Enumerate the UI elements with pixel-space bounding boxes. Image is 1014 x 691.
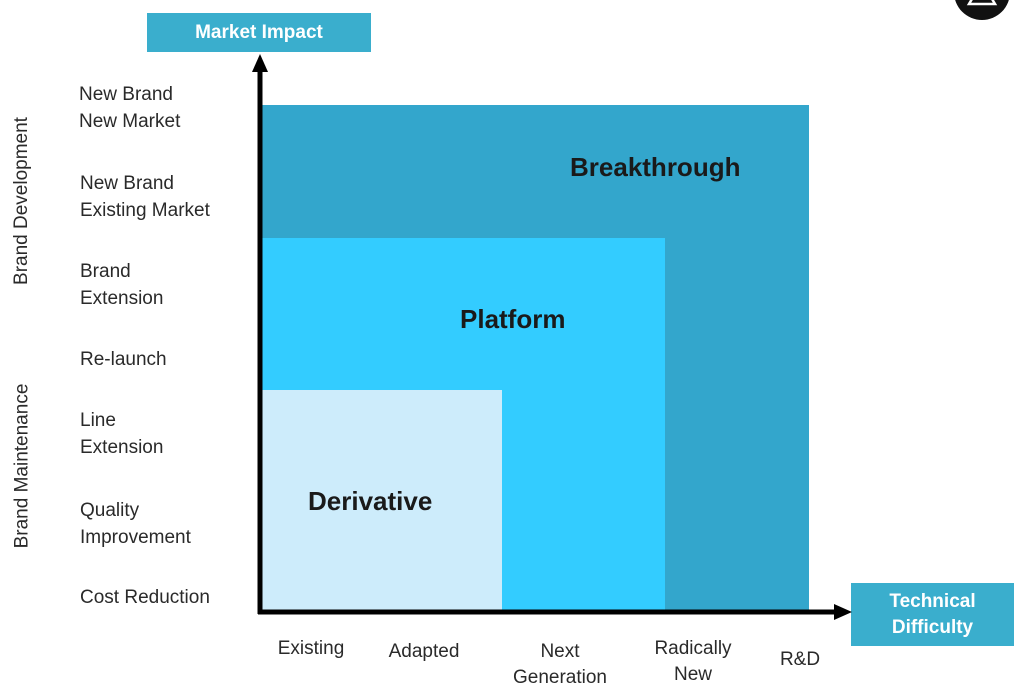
x-axis-title-text: Technical Difficulty	[889, 590, 976, 638]
group-label-brand-development: Brand Development	[10, 117, 32, 285]
zone-label-derivative: Derivative	[308, 486, 433, 516]
y-axis-title-text: Market Impact	[195, 21, 323, 43]
row-label: New Brand Existing Market	[80, 173, 210, 221]
x-axis-arrowhead	[834, 604, 852, 620]
zone-derivative	[262, 390, 502, 613]
warning-triangle-icon	[955, 0, 1009, 20]
x-axis-title: Technical Difficulty	[851, 583, 1014, 646]
row-label: Brand Extension	[80, 261, 164, 309]
row-label: New Brand New Market	[79, 84, 181, 132]
col-label: Adapted	[388, 641, 460, 662]
row-label: Re-launch	[80, 349, 167, 370]
y-axis-arrowhead	[252, 54, 268, 72]
row-label: Quality Improvement	[80, 500, 191, 548]
zone-label-platform: Platform	[460, 304, 566, 334]
col-label: Radically New	[654, 638, 732, 685]
col-label: Existing	[277, 638, 345, 659]
row-label: Line Extension	[80, 410, 164, 458]
y-axis-title: Market Impact	[147, 13, 371, 52]
col-label: R&D	[779, 649, 821, 670]
zone-label-breakthrough: Breakthrough	[570, 152, 741, 182]
col-label: Next Generation	[512, 641, 607, 688]
group-label-brand-maintenance: Brand Maintenance	[11, 383, 33, 549]
row-label: Cost Reduction	[80, 587, 210, 608]
